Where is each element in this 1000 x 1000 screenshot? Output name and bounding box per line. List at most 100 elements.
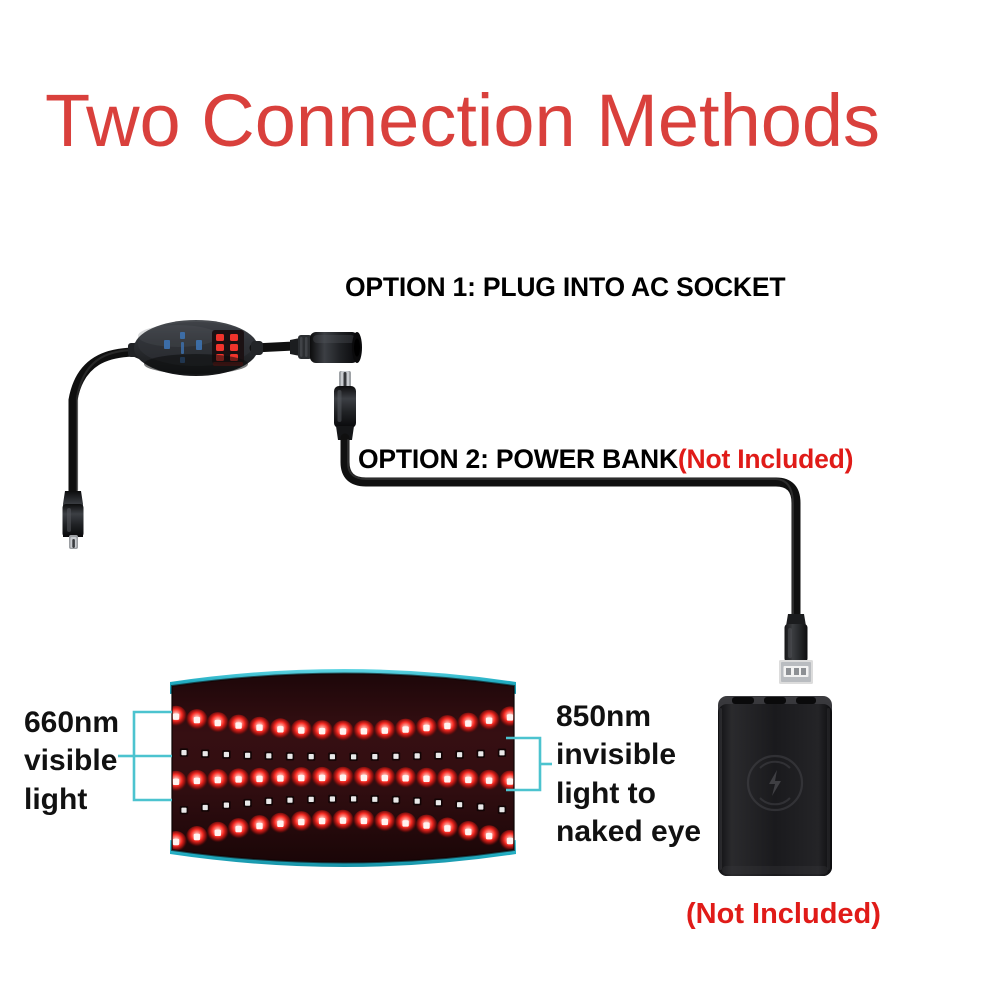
led-ir-core (457, 802, 463, 808)
led-red-core (423, 822, 430, 829)
page-title: Two Connection Methods (45, 79, 881, 162)
ac-cable-left-highlight (75, 348, 139, 492)
button-icon-power[interactable] (196, 340, 202, 350)
led-red-core (465, 720, 472, 727)
dc-barrel-plug-belt-end (62, 491, 84, 549)
led-red-core (318, 728, 326, 735)
led-red-core (235, 722, 242, 729)
option-2-label: OPTION 2: POWER BANK(Not Included) (358, 444, 853, 475)
led-red-core (444, 722, 451, 730)
led-red-core (465, 828, 472, 836)
red-light-therapy-belt (170, 669, 516, 867)
led-red-core (506, 837, 514, 845)
power-bank-not-included-note: (Not Included) (686, 898, 881, 930)
led-red-core (193, 716, 201, 724)
led-ir-core (478, 751, 484, 757)
led-ir-core (478, 804, 484, 810)
powerbank-cable-path (340, 433, 801, 625)
led-ir-core (245, 752, 251, 758)
led-ir-core (351, 754, 357, 760)
button-icon-up[interactable] (180, 332, 185, 339)
led-red-core (214, 829, 221, 836)
led-red-core (485, 717, 493, 724)
led-ir-core (287, 753, 293, 759)
led-ir-core (435, 752, 441, 758)
led-red-core (256, 822, 263, 830)
led-red-core (465, 776, 472, 784)
power-bank (718, 696, 832, 876)
led-red-core (485, 833, 493, 840)
led-red-core (172, 778, 180, 785)
led-red-core (277, 726, 284, 733)
led-red-core (402, 726, 409, 733)
led-red-core (193, 777, 201, 785)
annotation-850nm: 850nm invisible light to naked eye (556, 700, 702, 849)
led-red-core (172, 838, 180, 846)
annotation-660nm: 660nm visible light (24, 706, 120, 816)
led-ir-core (308, 754, 314, 760)
pod-to-jack-cable (249, 341, 299, 355)
dc-barrel-jack-female (290, 332, 362, 363)
led-red-core (485, 777, 493, 784)
led-red-core (339, 774, 347, 781)
led-ir-core (202, 804, 208, 811)
led-ir-core (414, 753, 420, 759)
led-red-core (402, 820, 409, 827)
power-bank-port-2 (764, 697, 786, 704)
led-ir-core (372, 754, 378, 760)
led-ir-core (372, 796, 378, 802)
led-red-core (444, 825, 451, 832)
led-ir-core (499, 750, 505, 756)
led-ir-core (351, 796, 357, 802)
led-red-core (298, 818, 305, 826)
led-red-core (360, 817, 368, 825)
led-ir-core (393, 797, 399, 803)
led-red-core (360, 728, 368, 735)
inline-controller-pod[interactable] (128, 320, 258, 376)
led-red-core (298, 774, 305, 782)
led-ir-core (245, 800, 251, 806)
led-ir-core (223, 751, 229, 758)
button-icon-bar[interactable] (181, 342, 184, 354)
led-red-core (256, 724, 263, 731)
led-ir-core (266, 798, 272, 804)
wireless-charging-icon (746, 754, 804, 812)
option-1-label: OPTION 1: PLUG INTO AC SOCKET (345, 272, 786, 302)
led-red-core (277, 775, 284, 782)
power-bank-port-3 (796, 697, 816, 704)
belt-trim-top (170, 669, 516, 694)
led-red-core (381, 727, 388, 734)
option-2-main-text: OPTION 2: POWER BANK (358, 444, 678, 474)
led-ir-core (499, 807, 505, 813)
led-ir-core (202, 751, 208, 757)
led-ir-core (414, 798, 420, 804)
led-red-core (381, 774, 388, 782)
led-ir-core (329, 796, 335, 802)
led-red-core (256, 775, 263, 783)
led-red-core (172, 713, 180, 720)
led-red-core (339, 728, 347, 735)
powerbank-cable (340, 433, 801, 625)
led-red-core (235, 776, 242, 783)
ac-cable-left (68, 347, 142, 497)
led-red-core (235, 825, 242, 833)
power-bank-port-1 (732, 697, 754, 704)
led-red-core (423, 775, 430, 782)
led-ir-core (308, 796, 314, 802)
led-ir-core (393, 753, 399, 759)
led-red-core (506, 714, 514, 721)
led-red-core (193, 833, 201, 841)
led-red-core (318, 774, 326, 782)
led-ir-core (223, 802, 229, 808)
usb-a-plug (779, 614, 813, 684)
button-icon-mode[interactable] (164, 340, 170, 349)
led-red-core (444, 776, 451, 783)
led-red-core (277, 820, 284, 827)
led-red-core (506, 778, 514, 785)
led-ir-core (287, 797, 293, 803)
led-ir-core (266, 753, 272, 759)
led-red-core (214, 776, 221, 784)
dc-barrel-plug-male (334, 371, 356, 440)
